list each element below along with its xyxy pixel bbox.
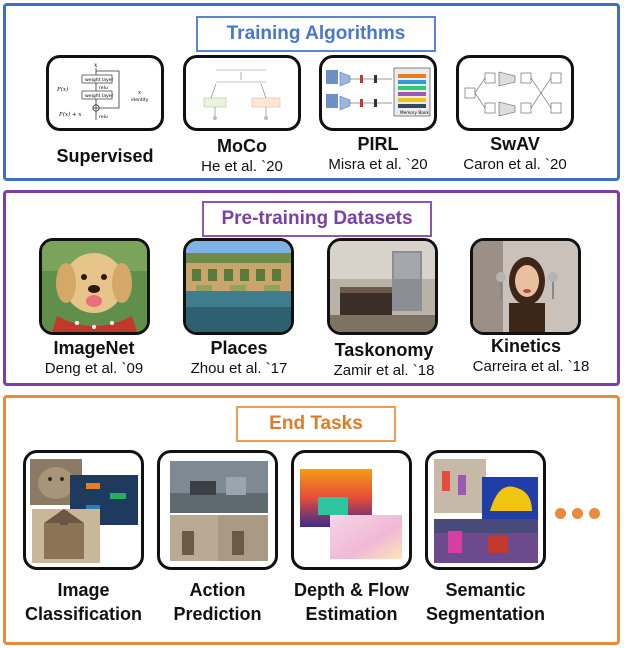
taskonomy-room-image: [330, 241, 435, 332]
kinetics-label: Kinetics: [490, 336, 562, 356]
taskonomy-cite: Zamir et al. `18: [333, 362, 435, 379]
ellipsis-dot: [572, 508, 583, 519]
swav-card: [456, 55, 574, 131]
places-cite: Zhou et al. `17: [190, 360, 288, 377]
depth-flow-label-line1: Depth & Flow: [294, 580, 409, 600]
semantic-segmentation-label-line2: Segmentation: [425, 604, 545, 624]
places-label: Places: [210, 338, 268, 358]
taskonomy-label: Taskonomy: [334, 340, 434, 360]
semantic-segmentation-label-line1: Semantic: [445, 580, 526, 600]
image-classification-label-line1: Image: [57, 580, 110, 600]
supervised-card: x weight layer relu weight layer relu F(…: [46, 55, 164, 131]
places-card: [183, 238, 294, 335]
swav-label: SwAV: [490, 134, 540, 154]
more-tasks-ellipsis: [555, 508, 600, 519]
action-prediction-label-line2: Prediction: [173, 604, 262, 624]
ellipsis-dot: [589, 508, 600, 519]
semantic-segmentation-maps: [434, 459, 538, 563]
imagenet-label: ImageNet: [53, 338, 135, 358]
image-classification-card: [23, 450, 144, 570]
taskonomy-card: [327, 238, 438, 335]
pirl-label: PIRL: [357, 134, 399, 154]
action-prediction-frames: [170, 461, 268, 561]
image-classification-collage: [30, 459, 138, 563]
semantic-segmentation-card: [425, 450, 546, 570]
training-algorithms-section: Training Algorithms: [3, 3, 620, 181]
resnet-x-top: x: [94, 62, 98, 69]
svg-text:relu: relu: [99, 85, 108, 91]
training-algorithms-header: Training Algorithms: [196, 16, 436, 52]
end-tasks-header: End Tasks: [236, 406, 396, 442]
pirl-cite: Misra et al. `20: [328, 156, 428, 173]
action-prediction-label-line1: Action: [189, 580, 246, 600]
pretraining-datasets-header: Pre-training Datasets: [202, 201, 432, 237]
places-aqueduct-image: [186, 241, 291, 332]
svg-text:x: x: [138, 90, 142, 96]
svg-text:relu: relu: [99, 114, 108, 120]
kinetics-person-image: [473, 241, 578, 332]
swav-diagram: [464, 71, 562, 117]
imagenet-card: [39, 238, 150, 335]
memory-bank-label: Memory Bank: [400, 110, 429, 115]
kinetics-card: [470, 238, 581, 335]
ellipsis-dot: [555, 508, 566, 519]
residual-block-diagram: x weight layer relu weight layer relu F(…: [56, 62, 149, 120]
imagenet-cite: Deng et al. `09: [44, 360, 144, 377]
moco-cite: He et al. `20: [201, 158, 283, 175]
weight-layer-2: [81, 90, 113, 100]
svg-text:weight layer: weight layer: [85, 77, 114, 83]
depth-flow-card: [291, 450, 412, 570]
depth-flow-maps: [300, 469, 402, 559]
weight-layer-1: [81, 74, 113, 84]
pirl-card: Memory Bank: [319, 55, 437, 131]
image-classification-label-line2: Classification: [24, 604, 143, 624]
pretraining-datasets-section: Pre-training Datasets: [3, 190, 620, 386]
kinetics-cite: Carreira et al. `18: [472, 358, 590, 375]
svg-text:F(x): F(x): [56, 86, 68, 93]
swav-cite: Caron et al. `20: [463, 156, 567, 173]
end-tasks-section: End Tasks: [3, 395, 620, 645]
imagenet-dog-image: [42, 241, 147, 332]
action-prediction-card: [157, 450, 278, 570]
svg-text:F(x) + x: F(x) + x: [58, 111, 82, 118]
moco-card: [183, 55, 301, 131]
svg-text:weight layer: weight layer: [85, 93, 114, 99]
moco-label: MoCo: [217, 136, 267, 156]
svg-text:identity: identity: [131, 97, 149, 103]
supervised-label: Supervised: [56, 146, 154, 166]
pirl-diagram: Memory Bank: [326, 67, 431, 117]
depth-flow-label-line2: Estimation: [305, 604, 398, 624]
moco-diagram: [203, 69, 281, 120]
